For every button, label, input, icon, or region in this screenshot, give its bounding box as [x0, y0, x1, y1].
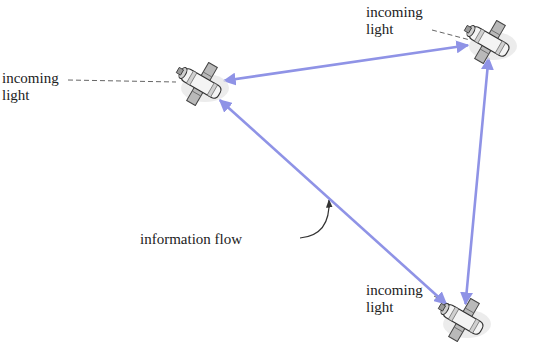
- light-label: incoming light: [366, 282, 432, 316]
- satellite: incoming light: [174, 62, 230, 106]
- light-label: incoming light: [366, 4, 432, 38]
- information-arrow: [466, 58, 489, 304]
- information-arrow: [220, 100, 446, 304]
- leader-line: [300, 200, 329, 238]
- light-ray: [432, 30, 470, 40]
- light-ray: [68, 80, 176, 82]
- callout-label: information flow: [140, 231, 242, 248]
- light-label: incoming light: [2, 70, 68, 104]
- satellite: incoming light: [462, 20, 518, 64]
- satellite: incoming light: [436, 298, 492, 342]
- satellite-icon: [462, 20, 518, 64]
- information-arrow: [224, 45, 468, 81]
- satellite-icon: [174, 62, 230, 106]
- satellite-icon: [436, 298, 492, 342]
